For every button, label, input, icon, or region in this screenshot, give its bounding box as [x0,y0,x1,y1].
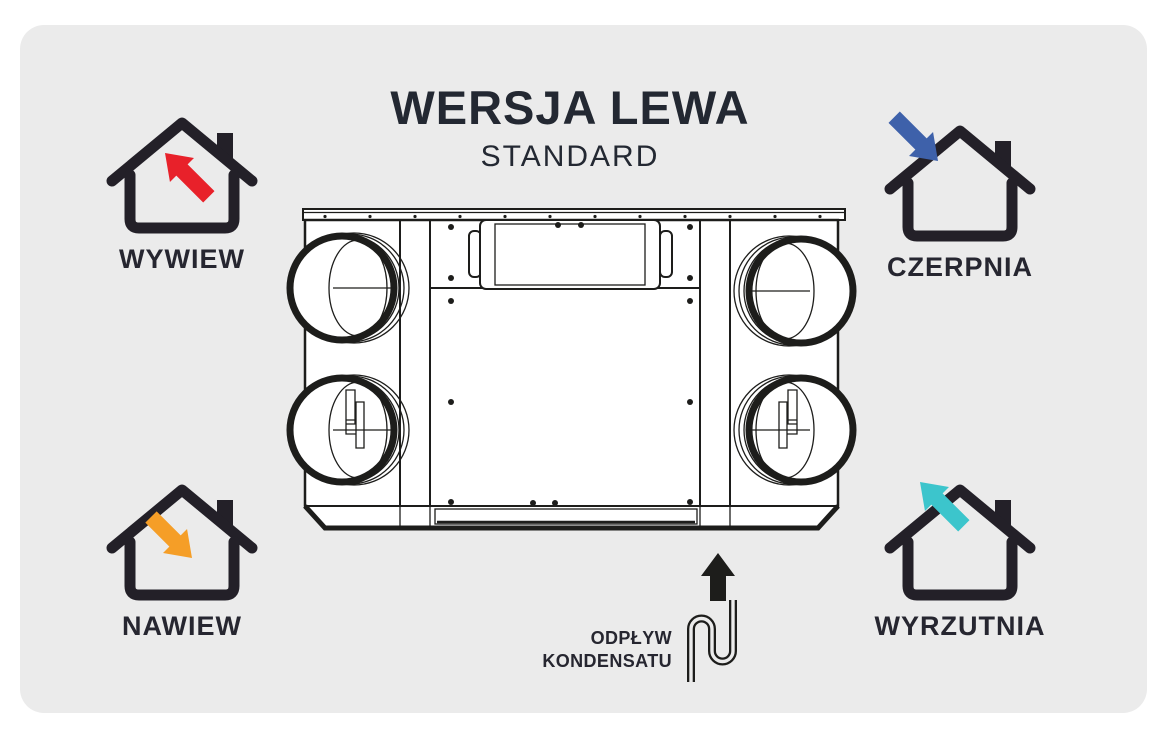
unit-bottom-band [399,506,731,528]
page-subtitle: STANDARD [480,140,660,173]
airflow-arrow-icon [165,153,215,203]
condensate-callout [687,553,737,682]
roof [884,484,1036,554]
airflow-arrow-icon [145,511,192,558]
house-icon [884,482,1036,601]
corner-label: WYRZUTNIA [874,611,1046,641]
up-arrow-icon [701,553,735,601]
unit-access-hatch [468,219,673,290]
roof [884,125,1036,195]
siphon-trap-icon [687,600,737,682]
roof [106,117,258,187]
walls [124,536,240,601]
roof [106,484,258,554]
corner-label: WYWIEW [119,244,245,274]
corner-czerpnia: CZERPNIA [845,83,1075,283]
page-title: WERSJA LEWA [390,81,750,134]
house-icon [106,117,258,234]
condensate-label-line1: ODPŁYW [590,628,672,648]
recuperator-top-view-drawing [270,208,880,531]
walls [902,177,1018,242]
corner-label: CZERPNIA [886,252,1033,282]
airflow-arrow-icon [888,111,938,161]
hatch-tab-right [659,230,673,278]
unit-bottom-edge [303,504,840,531]
unit-top-rail [302,208,846,221]
condensate-label-line2: KONDENSATU [542,651,672,671]
condensate-label: ODPŁYW KONDENSATU [542,627,672,673]
corner-label: NAWIEW [122,611,242,641]
house-icon [106,484,258,601]
walls [124,169,240,234]
house-icon [884,111,1036,242]
screw-dots [448,222,693,506]
corner-wywiew: WYWIEW [67,75,297,275]
airflow-arrow-icon [920,482,970,532]
corner-nawiew: NAWIEW [67,442,297,642]
rail-screw-dots [323,214,822,219]
walls [902,536,1018,601]
corner-wyrzutnia: WYRZUTNIA [845,442,1075,642]
